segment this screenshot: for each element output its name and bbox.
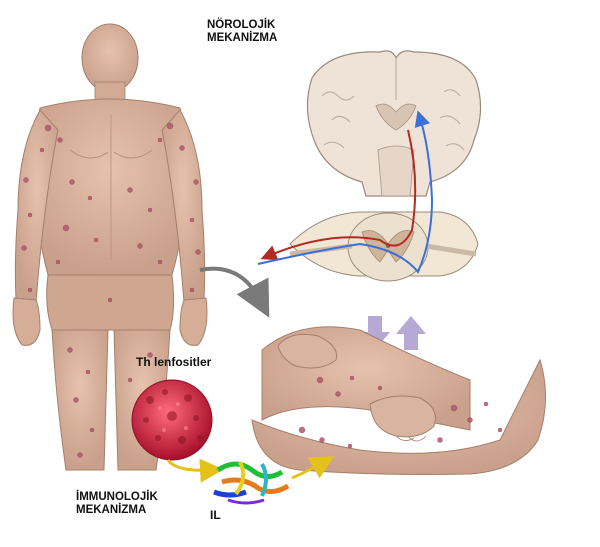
- curved-arrow-icon: [199, 266, 270, 318]
- neurological-label-line2: MEKANİZMA: [207, 32, 278, 44]
- up-arrow-icon: [396, 316, 426, 350]
- red-nerve-pathway: [260, 129, 417, 261]
- immunological-label-line2: MEKANİZMA: [76, 504, 147, 516]
- neurological-label-line1: NÖROLOJİK: [207, 19, 276, 31]
- arm-lesions: [298, 375, 503, 449]
- body-lesions: [21, 122, 201, 458]
- neural-pathways: [257, 110, 434, 274]
- th-lymphocytes-label: Th lenfositler: [136, 355, 212, 369]
- immunological-label-line1: İMMUNOLOJİK: [76, 491, 158, 503]
- th-lymphocyte-cell: [131, 379, 213, 461]
- il-label: IL: [210, 508, 221, 522]
- brain-cross-section: [306, 50, 482, 197]
- neurological-mechanism-label: NÖROLOJİK MEKANİZMA: [207, 19, 277, 45]
- il-protein-structure: [213, 461, 290, 505]
- blue-nerve-pathway: [257, 110, 434, 274]
- immunological-mechanism-label: İMMUNOLOJİK MEKANİZMA: [76, 491, 158, 517]
- spinal-cord-cross-section: [289, 211, 479, 282]
- th-to-il-arrow: [166, 458, 224, 483]
- human-body-figure: [12, 23, 208, 471]
- il-to-arm-arrow: [291, 456, 335, 480]
- bidirectional-arrows: [360, 316, 426, 350]
- scratching-arms: [251, 326, 546, 475]
- down-arrow-icon: [360, 316, 390, 350]
